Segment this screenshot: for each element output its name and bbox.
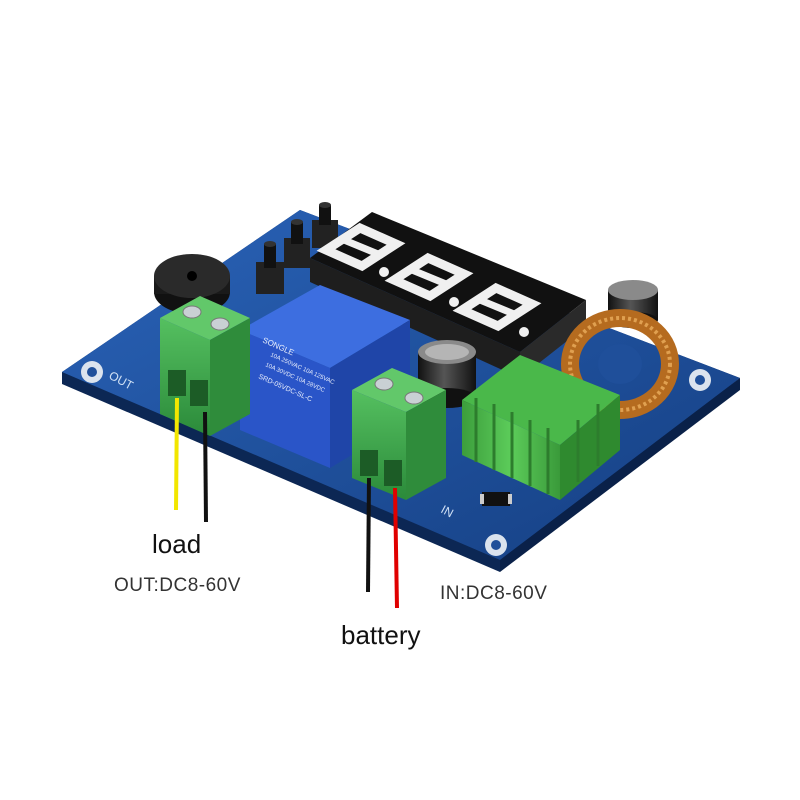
out-spec-label: OUT:DC8-60V (114, 575, 241, 596)
in-spec-label: IN:DC8-60V (440, 583, 548, 604)
mounting-hole (485, 534, 507, 556)
wire-load-negative (203, 411, 208, 523)
heatsink (462, 355, 620, 500)
load-label: load (152, 529, 202, 559)
smd-component (480, 492, 512, 506)
wire-battery-positive (393, 487, 399, 609)
battery-label: battery (341, 620, 421, 650)
wire-battery-negative (366, 477, 371, 593)
display-digit (452, 282, 542, 337)
output-terminal-block (160, 296, 250, 436)
display-digit (384, 252, 474, 307)
input-terminal-block (352, 368, 446, 500)
mounting-hole (689, 369, 711, 391)
push-button (256, 241, 284, 294)
display-digit (316, 222, 406, 277)
wire-load-positive (174, 397, 179, 511)
mounting-hole (81, 361, 103, 383)
svg-text:IN: IN (439, 502, 456, 520)
push-button (284, 219, 310, 268)
